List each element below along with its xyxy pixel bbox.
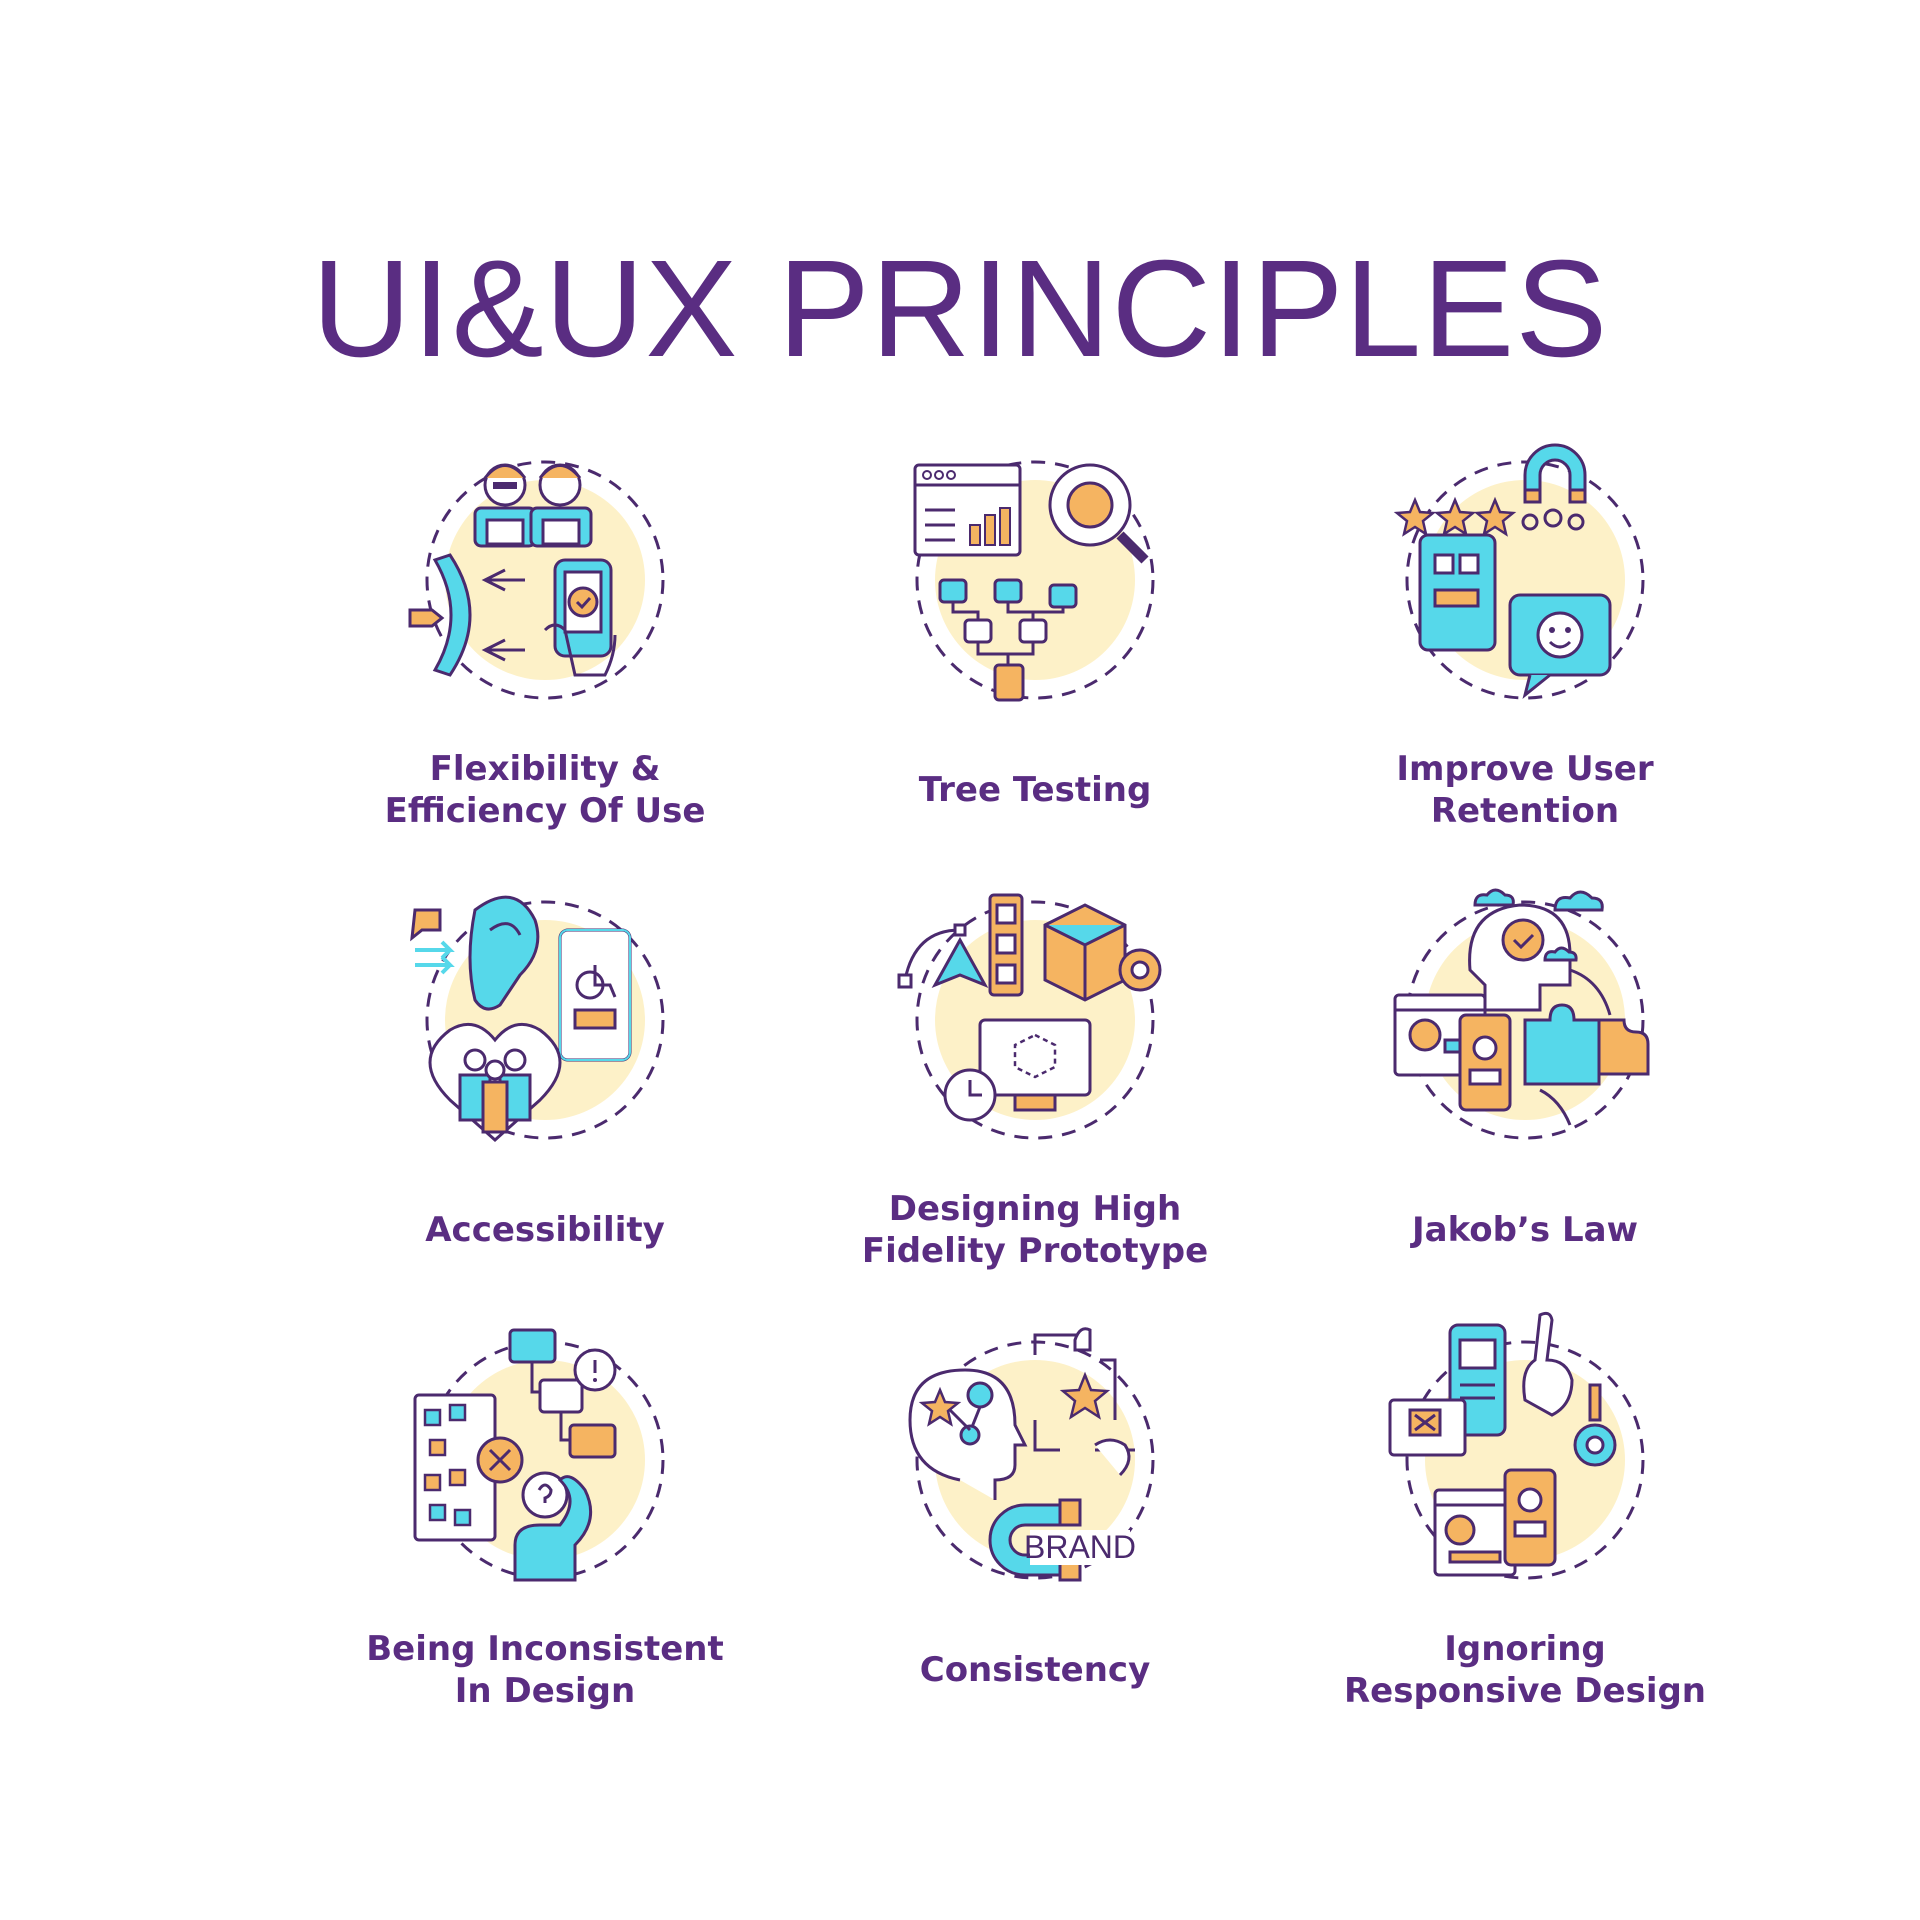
responsive-design-icon <box>1375 1310 1675 1610</box>
principle-card-consistency: BRAND Consistency <box>790 1300 1280 1740</box>
principle-label: Accessibility <box>425 1210 665 1250</box>
consistency-icon: BRAND <box>885 1310 1185 1610</box>
inconsistent-design-icon <box>395 1310 695 1610</box>
principle-card-tree-testing: Tree Testing <box>790 420 1280 860</box>
user-retention-icon <box>1375 430 1675 730</box>
brand-text: BRAND <box>1024 1529 1136 1565</box>
principle-label: Tree Testing <box>918 770 1152 810</box>
developers-mobile-icon <box>395 430 695 730</box>
principle-card-jakobs-law: Jakob’s Law <box>1280 860 1770 1300</box>
principle-card-accessibility: Accessibility <box>300 860 790 1300</box>
prototype-icon <box>885 870 1185 1170</box>
accessibility-icon <box>395 870 695 1170</box>
tree-testing-icon <box>885 430 1185 730</box>
jakobs-law-icon <box>1375 870 1675 1170</box>
principle-card-flexibility: Flexibility &Efficiency Of Use <box>300 420 790 860</box>
principle-label: Jakob’s Law <box>1412 1210 1638 1250</box>
principle-label: Flexibility &Efficiency Of Use <box>384 749 706 831</box>
page-title: UI&UX PRINCIPLES <box>311 232 1609 386</box>
principles-grid: Flexibility &Efficiency Of Use <box>300 420 1770 1740</box>
principle-label: Consistency <box>919 1650 1151 1690</box>
